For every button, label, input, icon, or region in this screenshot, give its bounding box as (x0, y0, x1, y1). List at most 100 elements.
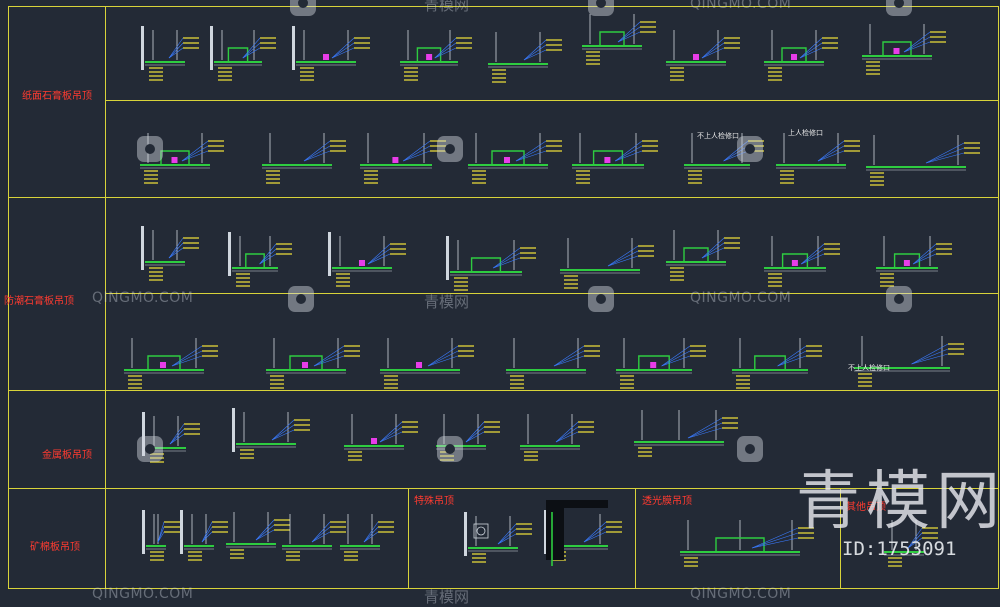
ceiling-detail-box (715, 537, 765, 552)
watermark-logo-11 (437, 436, 463, 462)
ceiling-detail-leader (157, 526, 165, 543)
ceiling-detail-accent (693, 54, 699, 60)
ceiling-detail-leader (911, 348, 949, 365)
ceiling-detail-leader (687, 422, 723, 439)
watermark-logo-10 (137, 436, 163, 462)
ceiling-detail-leader (903, 31, 931, 53)
ceiling-detail-leader (201, 526, 213, 543)
sub-label-special: 特殊吊顶 (414, 496, 454, 507)
ceiling-detail-leader (259, 253, 277, 265)
ceiling-detail-leader (701, 42, 725, 59)
ceiling-detail-leader (615, 150, 643, 162)
watermark-logo-7 (288, 286, 314, 312)
ceiling-detail-leader (181, 145, 209, 162)
ceiling-detail-leader (181, 150, 209, 162)
ceiling-detail-leader (427, 355, 459, 367)
ceiling-detail-wall (228, 232, 231, 276)
ceiling-detail-leader (799, 42, 823, 59)
ceiling-detail-leader (259, 248, 277, 265)
ceiling-detail-accent (302, 362, 308, 368)
ceiling-detail-leader (723, 140, 749, 162)
ceiling-detail-leader (181, 140, 209, 162)
ceiling-detail-leader (777, 355, 807, 367)
ceiling-detail-leader (367, 248, 391, 265)
ceiling-detail-leader (168, 47, 184, 59)
ceiling-detail-leader (168, 42, 184, 59)
watermark-id: ID:1753091 (842, 538, 957, 560)
ceiling-detail-accent (160, 362, 166, 368)
ceiling-detail-leader (751, 537, 799, 549)
ceiling-detail-leader (465, 426, 485, 443)
annotation-no-access-hatch-2: 不上人检修口 (848, 364, 890, 372)
ceiling-detail-leader (255, 529, 275, 541)
ceiling-detail-leader (615, 145, 643, 162)
ceiling-detail-leader (583, 531, 607, 543)
ceiling-detail-leader (303, 145, 331, 162)
ceiling-detail-accent (171, 157, 178, 163)
watermark-logo-8 (588, 286, 614, 312)
ceiling-detail-wall (180, 510, 183, 554)
ceiling-detail-leader (497, 533, 517, 545)
ceiling-detail-leader (607, 250, 639, 267)
ceiling-detail-leader (617, 21, 641, 43)
ceiling-detail-leader (379, 421, 403, 443)
watermark-logo-3 (886, 0, 912, 16)
row-label-mineral: 矿棉板吊顶 (30, 542, 80, 553)
ceiling-detail-leader (701, 37, 725, 59)
watermark-brand-large: 青模网 (796, 465, 1000, 539)
ceiling-detail-leader (493, 247, 521, 269)
ceiling-detail-leader (911, 343, 949, 365)
ceiling-detail-leader (271, 419, 295, 441)
ceiling-detail-accent (323, 54, 329, 60)
ceiling-detail-leader (201, 521, 213, 543)
ceiling-detail-box (227, 47, 249, 62)
ceiling-detail-leader (907, 527, 923, 549)
ceiling-detail-leader (363, 531, 379, 543)
ceiling-detail-leader (661, 350, 691, 367)
watermark-logo-5 (437, 136, 463, 162)
ceiling-detail-box (638, 355, 670, 370)
ceiling-detail-leader (255, 524, 275, 541)
ceiling-detail-accent (426, 54, 433, 60)
ceiling-detail-accent (650, 362, 657, 368)
ceiling-detail-leader (242, 37, 261, 59)
ceiling-detail-leader (751, 527, 799, 549)
ceiling-detail-leader (434, 37, 457, 59)
ceiling-detail-wall (464, 512, 467, 556)
ceiling-detail-box (470, 257, 502, 272)
ceiling-detail-leader (168, 242, 184, 259)
ceiling-detail-leader (661, 345, 691, 367)
row-label-moisture-gypsum: 防潮石膏板吊顶 (4, 296, 74, 307)
ceiling-detail-accent (893, 48, 900, 54)
watermark-latin-mid-left: QINGMO.COM (92, 290, 194, 306)
ceiling-detail-leader (493, 257, 521, 269)
watermark-logo-2 (588, 0, 614, 16)
ceiling-detail-leader (553, 355, 585, 367)
ceiling-detail-leader (242, 42, 261, 59)
ceiling-detail-wall (328, 232, 331, 276)
ceiling-detail-leader (313, 355, 345, 367)
ceiling-detail-leader (171, 355, 203, 367)
ceiling-detail-leader (168, 37, 184, 59)
ceiling-detail-leader (171, 350, 203, 367)
ceiling-detail-box (599, 31, 625, 46)
sub-label-light-film: 透光膜吊顶 (642, 496, 692, 507)
watermark-cn-bottom: 青模网 (424, 588, 470, 606)
ceiling-detail-leader (799, 47, 823, 59)
ceiling-detail-accent (604, 157, 611, 163)
ceiling-detail-leader (555, 426, 579, 443)
ceiling-detail-leader (817, 150, 845, 162)
ceiling-detail-leader (687, 417, 723, 439)
outer-border (8, 6, 999, 589)
ceiling-detail-leader (583, 526, 607, 543)
ceiling-detail-leader (661, 355, 691, 367)
watermark-latin-bottom: QINGMO.COM (92, 586, 194, 602)
special-ceiling-block (546, 500, 608, 508)
ceiling-detail-leader (925, 152, 965, 164)
ceiling-detail-leader (403, 140, 431, 162)
ceiling-detail-leader (259, 243, 277, 265)
ceiling-detail-leader (555, 421, 579, 443)
ceiling-detail-leader (913, 253, 937, 265)
